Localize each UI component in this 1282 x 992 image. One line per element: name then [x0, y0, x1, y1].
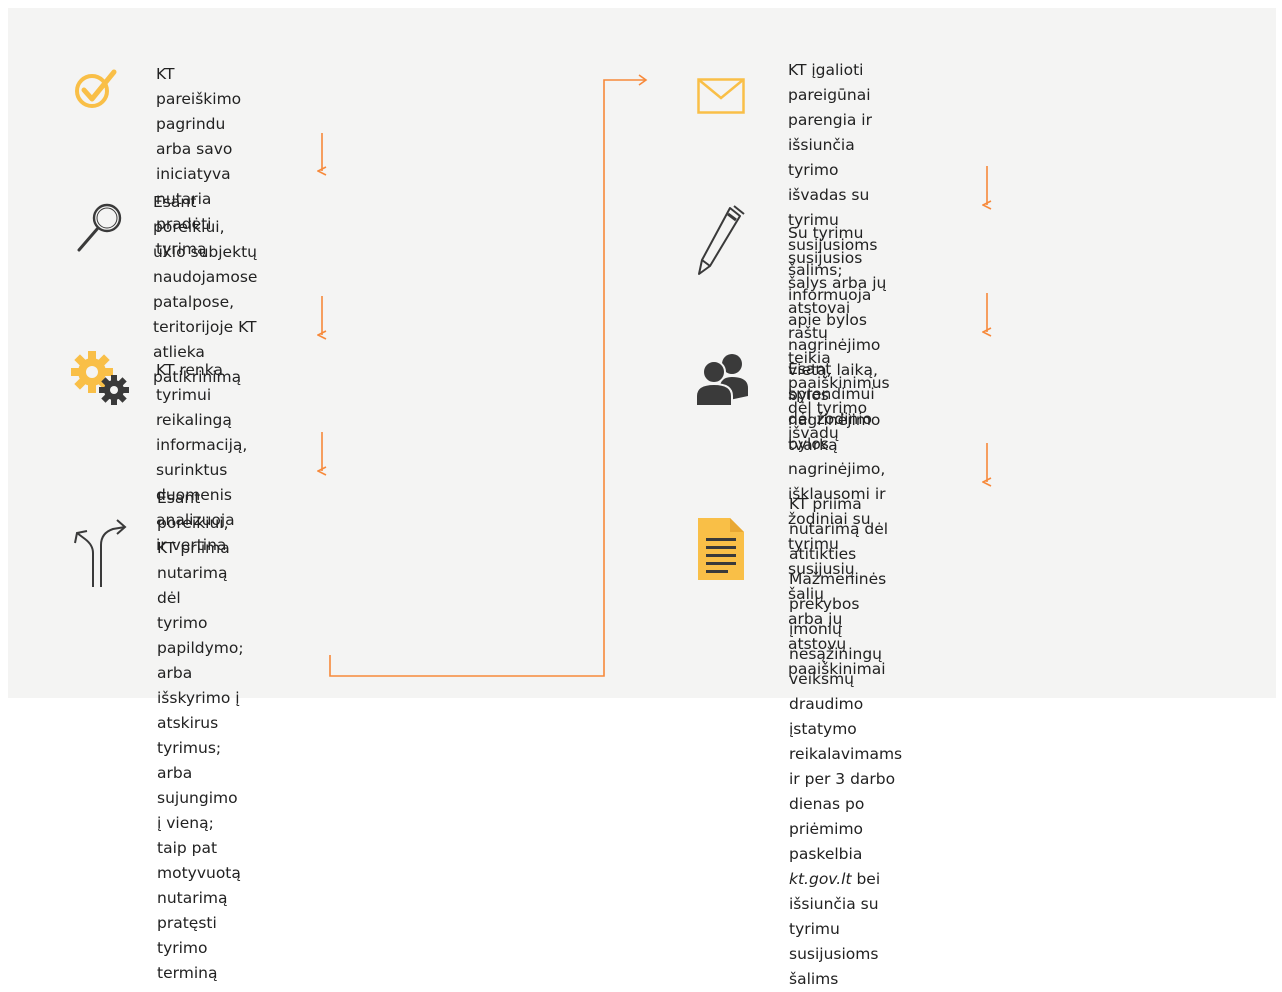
diagram-panel: [8, 8, 1276, 698]
magnifier-icon: [77, 203, 122, 252]
envelope-icon: [697, 78, 745, 114]
step-text: Su tyrimu susijusios šalys arba jų atsto…: [788, 224, 890, 442]
people-icon: [695, 354, 748, 406]
step-text: KT priima nutarimą dėl atitikties Mažmen…: [789, 492, 902, 992]
step-text-before: KT priima nutarimą dėl atitikties Mažmen…: [789, 495, 903, 863]
flow-connectors: [0, 74, 1282, 677]
step-text: KT pareiškimo pagrindu arba savo iniciat…: [156, 65, 242, 258]
split-arrows-icon: [74, 519, 127, 587]
kt-website-link[interactable]: kt.gov.lt: [789, 870, 852, 888]
checkmark-circle-icon: [75, 69, 117, 108]
step-text: KT įgalioti pareigūnai parengia ir išsiu…: [788, 61, 881, 454]
step-text: Esant poreikiui, ūkio subjektų naudojamo…: [153, 193, 258, 386]
step-text: Esant poreikiui, KT priima nutarimą dėl …: [157, 489, 244, 982]
pen-icon: [698, 205, 745, 275]
step-text: KT renka tyrimui reikalingą informaciją,…: [156, 361, 248, 554]
gears-icon: [71, 351, 129, 405]
arrow-column-connector: [329, 74, 648, 677]
document-icon: [698, 518, 744, 580]
step-text: Esant sprendimui dėl žodinio bylos nagri…: [788, 360, 886, 678]
